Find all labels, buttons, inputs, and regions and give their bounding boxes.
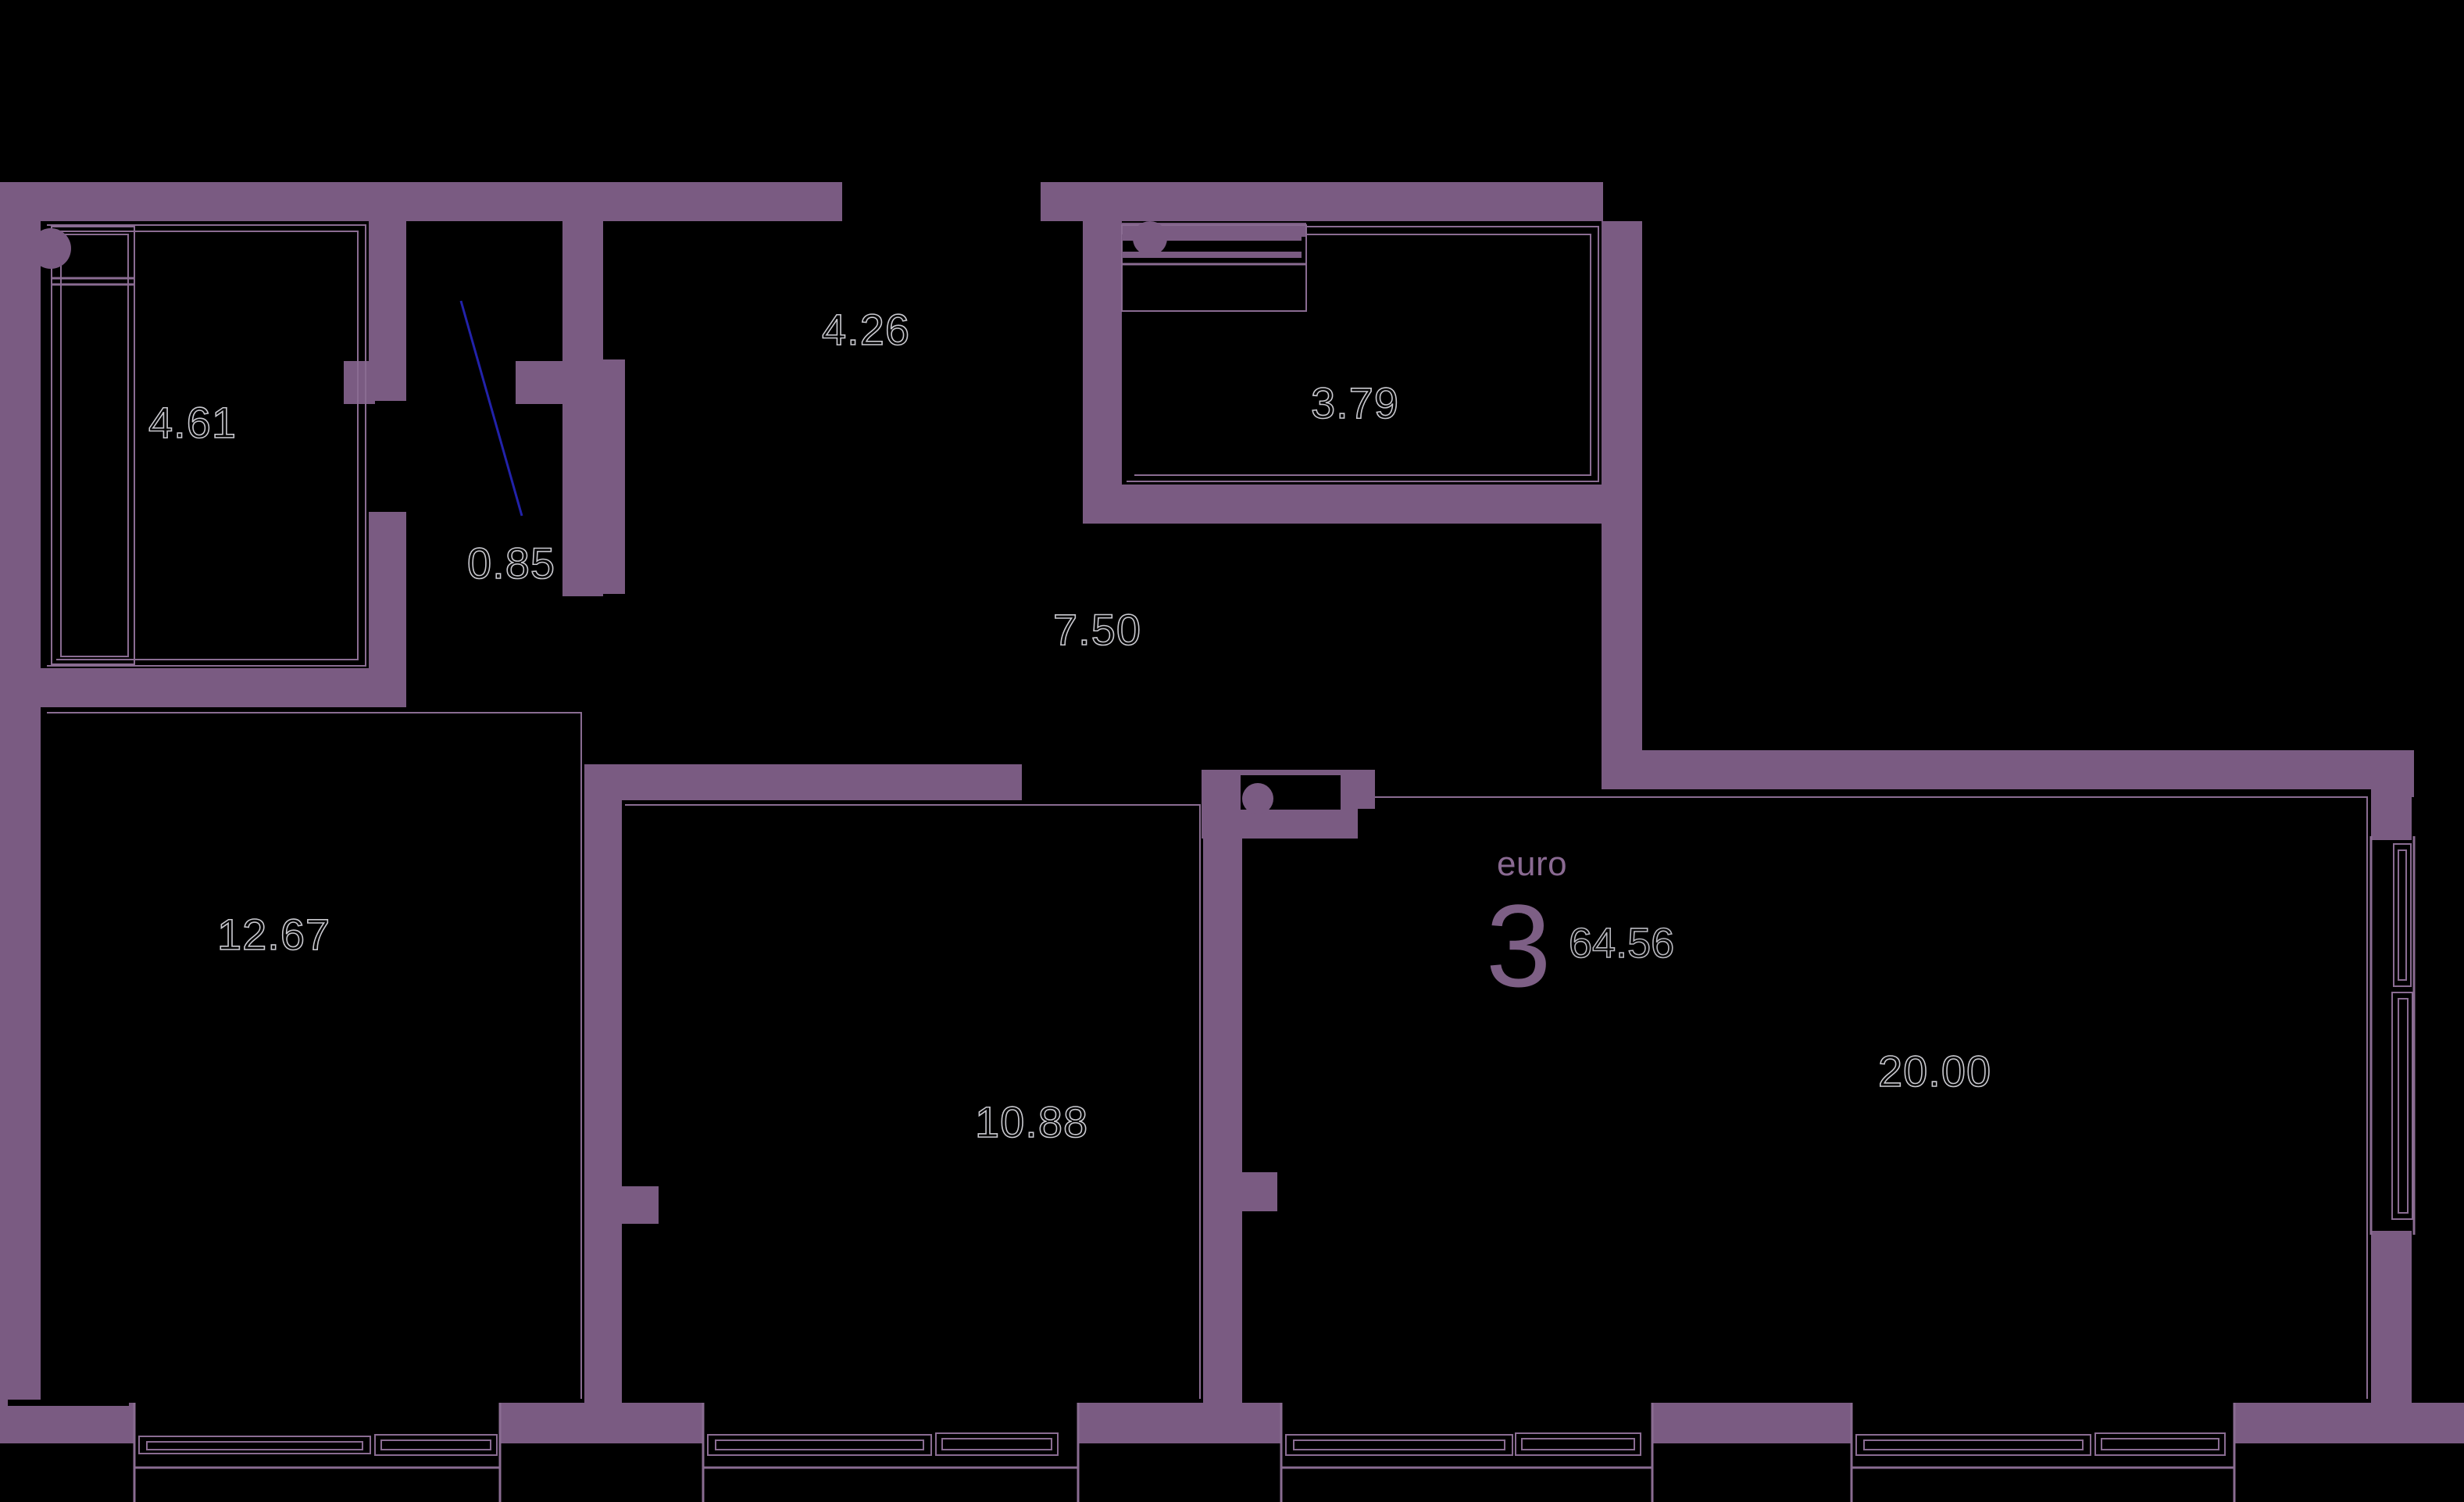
opening-window-bottom-2[interactable] [702,1403,1080,1502]
total-area-label: 64.56 [1569,920,1674,967]
area-label-bathroom-right: 3.79 [1311,378,1399,427]
lining-bedroom-left [47,712,582,1399]
wall-right-corner-stub [2371,750,2414,797]
fixture-kitchen-sink [1202,770,1375,839]
area-label-bathroom-left: 4.61 [148,398,237,447]
apartment-summary-badge: euro 3 64.56 [1486,845,1675,1011]
lining-bathroom-left-inner [56,231,359,660]
lining-bathroom-right-inner [1134,234,1591,476]
wall-nib-bathroom-left [344,361,375,404]
brand-word: euro [1497,845,1567,883]
wall-left-exterior [0,182,41,1407]
sink-tap-icon [1242,783,1273,814]
wall-closet-right-thick [584,359,625,594]
opening-window-bottom-4[interactable] [1850,1403,2236,1502]
wall-group-interior [41,221,1642,1413]
wall-bedroom-div-upper [584,764,622,1198]
opening-window-bottom-3[interactable] [1280,1403,1654,1502]
wall-tick-marks [8,1396,2156,1406]
wall-nib-bedroom-hall [1203,1172,1277,1211]
area-label-corridor-upper: 4.26 [822,305,910,354]
room-lining-group [47,224,2368,1399]
opening-window-right[interactable] [2369,836,2416,1235]
area-label-hall: 7.50 [1053,605,1141,654]
wall-nib-closet [516,361,586,404]
wall-bathroom-right-bottom [1083,485,1603,524]
opening-window-bottom-1[interactable] [133,1403,502,1502]
wall-bedroom-mid-top [584,764,1022,800]
door-leader-line-closet [459,300,523,517]
area-label-bedroom-left: 12.67 [217,910,330,959]
fixture-wash-basin-right [1119,221,1307,312]
area-label-closet: 0.85 [467,538,555,588]
wall-top-left [0,182,842,221]
wall-nib-bedroom-div [584,1186,659,1224]
wall-bathroom-right-left [1083,221,1122,502]
lining-living-room [1247,796,2368,1399]
wall-bedroom-div-lower [584,1186,622,1413]
area-label-living-room: 20.00 [1878,1046,1991,1096]
wall-livingroom-top [1602,750,2414,789]
wall-bathroom-left-bottom [41,668,384,707]
basin-tap-icon-left [30,228,71,269]
lining-bathroom-right [1127,226,1599,482]
wall-bedroom-hall-div-upper [1203,770,1242,1184]
wall-hall-living-div [1602,221,1642,789]
area-label-bedroom-mid: 10.88 [975,1097,1088,1146]
rooms-count: 3 [1486,880,1551,1011]
fixture-wash-basin-left [30,226,135,665]
wall-top-right [1041,182,1603,221]
lining-bathroom-left [47,224,366,667]
lining-bedroom-mid [625,804,1201,1399]
